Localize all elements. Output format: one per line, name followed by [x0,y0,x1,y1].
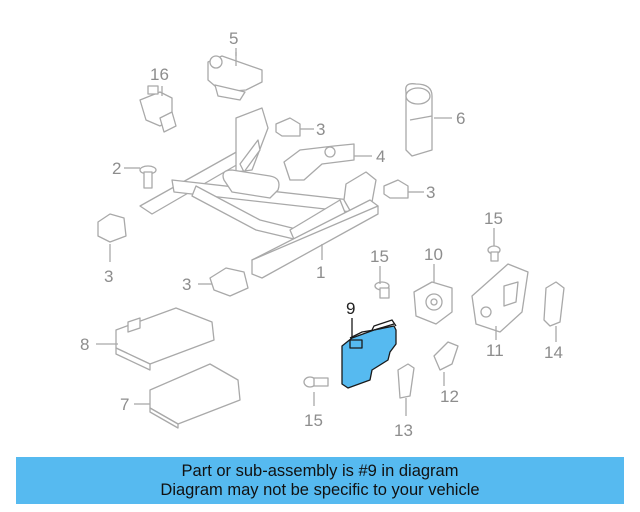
part-13-cover [397,363,415,399]
callout-15-a: 15 [370,247,389,266]
part-1-seat-frame [139,107,379,279]
part-16-sensor [139,85,177,133]
banner-line-1: Part or sub-assembly is #9 in diagram [181,461,459,480]
part-3-bracket-a [275,117,301,137]
callout-9: 9 [346,299,355,318]
part-3-bracket-b [383,179,409,199]
part-4-link [283,143,355,181]
callout-15-b: 15 [484,209,503,228]
part-15-bolt-a [374,281,390,299]
part-12-cap [433,341,459,371]
callout-3-a: 3 [316,120,325,139]
part-11-housing [471,263,529,333]
info-banner: Part or sub-assembly is #9 in diagram Di… [16,457,624,504]
part-14-trim [543,281,565,327]
callout-10: 10 [424,245,443,264]
callout-12: 12 [440,387,459,406]
part-15-bolt-c [303,376,329,388]
part-15-bolt-b [487,245,501,262]
callout-5: 5 [229,29,238,48]
part-7-module [149,363,241,429]
callout-16: 16 [150,65,169,84]
part-6-motor [405,83,433,157]
callout-1: 1 [316,263,325,282]
part-3-bracket-c [97,213,127,243]
callout-6: 6 [456,109,465,128]
part-10-connector [413,281,453,325]
part-2-bolt [139,165,157,189]
callout-7: 7 [120,395,129,414]
banner-line-2: Diagram may not be specific to your vehi… [160,480,480,499]
callout-11: 11 [486,341,504,360]
part-9-highlighted-module [341,319,397,389]
callout-2: 2 [112,159,121,178]
callout-13: 13 [394,421,413,440]
leader-lines [96,48,557,416]
callout-3-d: 3 [182,275,191,294]
callout-3-b: 3 [426,183,435,202]
callout-14: 14 [544,343,563,362]
callout-3-c: 3 [104,267,113,286]
part-8-module [115,307,215,371]
callout-15-c: 15 [304,411,323,430]
part-3-bracket-d [209,267,249,297]
callout-8: 8 [80,335,89,354]
part-5-actuator [207,52,263,101]
callout-4: 4 [376,147,385,166]
